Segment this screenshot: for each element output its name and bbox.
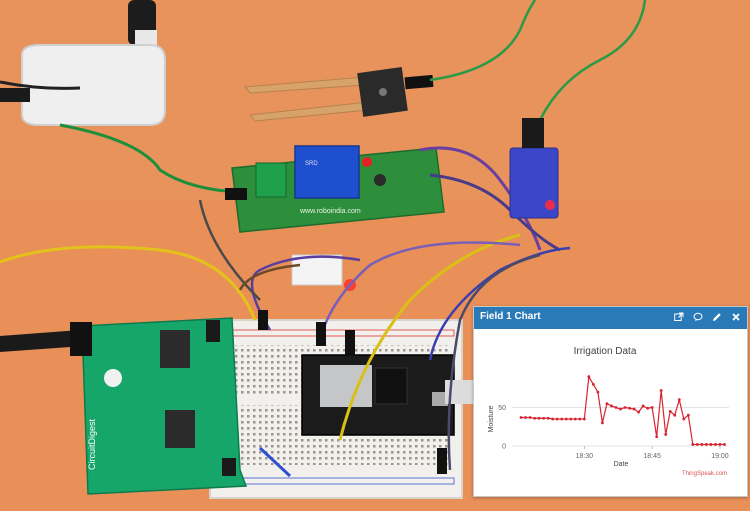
data-point[interactable] [650, 406, 654, 409]
data-point[interactable] [519, 416, 523, 419]
data-point[interactable] [682, 417, 686, 421]
y-tick-label: 0 [502, 444, 506, 451]
data-point[interactable] [537, 416, 541, 420]
data-point[interactable] [528, 416, 532, 419]
data-point[interactable] [578, 417, 582, 421]
data-point[interactable] [655, 435, 659, 439]
sensor-wire-green [429, 0, 537, 82]
thingspeak-credit: ThingSpeak.com [682, 471, 727, 477]
data-point[interactable] [641, 404, 645, 408]
water-pump [0, 0, 166, 126]
data-point[interactable] [718, 443, 722, 446]
data-point[interactable] [700, 443, 704, 446]
data-point[interactable] [582, 417, 586, 421]
data-point[interactable] [668, 409, 672, 413]
data-point[interactable] [596, 390, 600, 394]
data-point[interactable] [709, 443, 713, 446]
data-point[interactable] [714, 443, 717, 446]
data-point[interactable] [632, 407, 636, 411]
power-supply-board: CircuitDigest [81, 317, 248, 495]
y-tick-label: 50 [498, 405, 506, 412]
x-tick-label: 18:45 [643, 453, 661, 460]
temperature-sensor [291, 254, 343, 286]
data-point[interactable] [637, 410, 640, 414]
circuitdigest-logo-text: CircuitDigest [87, 418, 97, 470]
x-axis-label: Date [614, 461, 629, 468]
data-point[interactable] [560, 417, 564, 421]
data-point[interactable] [591, 383, 595, 386]
thingspeak-chart-window: Field 1 Chart Irrigation Data Moisture D… [473, 306, 748, 497]
line-chart: Irrigation Data Moisture Date ThingSpeak… [488, 346, 729, 477]
data-point[interactable] [659, 389, 663, 392]
soil-moisture-sensor [244, 67, 434, 122]
moisture-series-line [521, 374, 725, 446]
chart-body: Irrigation Data Moisture Date ThingSpeak… [474, 329, 747, 496]
data-point[interactable] [623, 406, 627, 409]
y-axis-label: Moisture [488, 405, 495, 432]
data-point[interactable] [686, 413, 690, 417]
svg-text:SRD: SRD [305, 161, 318, 167]
relay-module: SRD www.roboindia.com [231, 145, 445, 233]
data-point[interactable] [546, 416, 550, 420]
x-tick-label: 18:30 [576, 453, 594, 460]
data-point[interactable] [619, 407, 622, 411]
yellow-jumper-wire [0, 245, 257, 321]
data-point[interactable] [524, 416, 527, 419]
data-point[interactable] [695, 443, 699, 446]
data-point[interactable] [569, 417, 573, 421]
chart-title: Irrigation Data [574, 346, 637, 357]
edit-icon[interactable] [710, 310, 724, 324]
data-point[interactable] [564, 417, 568, 421]
x-tick-label: 19:00 [711, 453, 729, 460]
data-point[interactable] [723, 443, 726, 446]
data-point[interactable] [610, 404, 613, 408]
data-point[interactable] [605, 402, 609, 406]
data-point[interactable] [628, 406, 631, 410]
data-point[interactable] [555, 417, 559, 421]
data-point[interactable] [551, 417, 555, 421]
nodemcu-board [301, 354, 473, 436]
data-point[interactable] [664, 433, 668, 436]
data-point[interactable] [533, 416, 537, 420]
close-icon[interactable] [729, 310, 743, 324]
data-point[interactable] [587, 375, 591, 379]
data-point[interactable] [677, 398, 681, 402]
data-point[interactable] [704, 443, 708, 446]
power-cable [0, 330, 84, 352]
chart-window-title: Field 1 Chart [480, 311, 541, 322]
pump-wire-green [59, 123, 241, 194]
data-point[interactable] [673, 413, 677, 417]
data-point[interactable] [573, 417, 577, 421]
dht-sensor [509, 118, 559, 219]
data-point[interactable] [646, 406, 650, 410]
data-point[interactable] [542, 416, 546, 420]
chart-header: Field 1 Chart [474, 307, 747, 329]
data-point[interactable] [691, 443, 695, 446]
relay-board-url: www.roboindia.com [299, 208, 361, 215]
comment-icon[interactable] [691, 310, 705, 324]
data-point[interactable] [601, 421, 604, 425]
data-point[interactable] [614, 406, 618, 409]
external-link-icon[interactable] [672, 310, 686, 324]
